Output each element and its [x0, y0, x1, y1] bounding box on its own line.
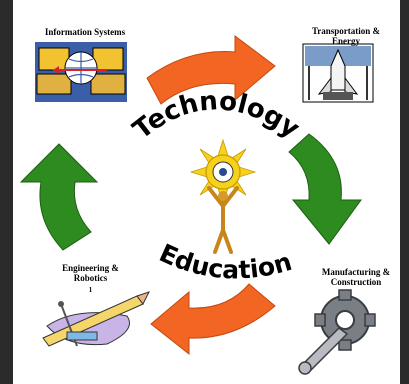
diagram-art: Technology Education [19, 35, 376, 375]
arrow-manufacturing-to-engineering [150, 283, 276, 356]
node-label-line2: Robotics [73, 273, 108, 283]
node-label-information-systems: Information Systems [31, 27, 139, 37]
node-label-line2: Energy [332, 36, 360, 46]
node-label-text: Information Systems [44, 27, 126, 37]
node-label-manufacturing-construction: Manufacturing & Construction [301, 267, 400, 287]
center-bottom-word: Education [155, 238, 295, 284]
gear-wrench-icon [298, 289, 376, 375]
node-label-engineering-robotics: Engineering & Robotics [53, 263, 128, 283]
node-label-line1: Manufacturing & [321, 267, 391, 277]
node-label-transportation-energy: Transportation & Energy [291, 26, 400, 46]
node-label-line1: Engineering & [62, 263, 119, 273]
network-computers-icon [35, 42, 127, 102]
diagram-panel: Technology Education Information Systems… [13, 0, 400, 384]
drafting-pencil-icon [42, 291, 150, 347]
node-mark: 1 [88, 286, 93, 294]
center-top-word: Technology [128, 86, 305, 145]
node-label-line1: Transportation & [311, 26, 381, 36]
arrow-transport-to-manufacturing [288, 133, 362, 245]
arrow-info-to-transport [146, 35, 276, 105]
arrow-engineering-to-info [19, 143, 99, 251]
node-label-line2: Construction [330, 277, 382, 287]
sun-figure-icon [189, 138, 257, 254]
space-shuttle-icon [302, 43, 374, 103]
